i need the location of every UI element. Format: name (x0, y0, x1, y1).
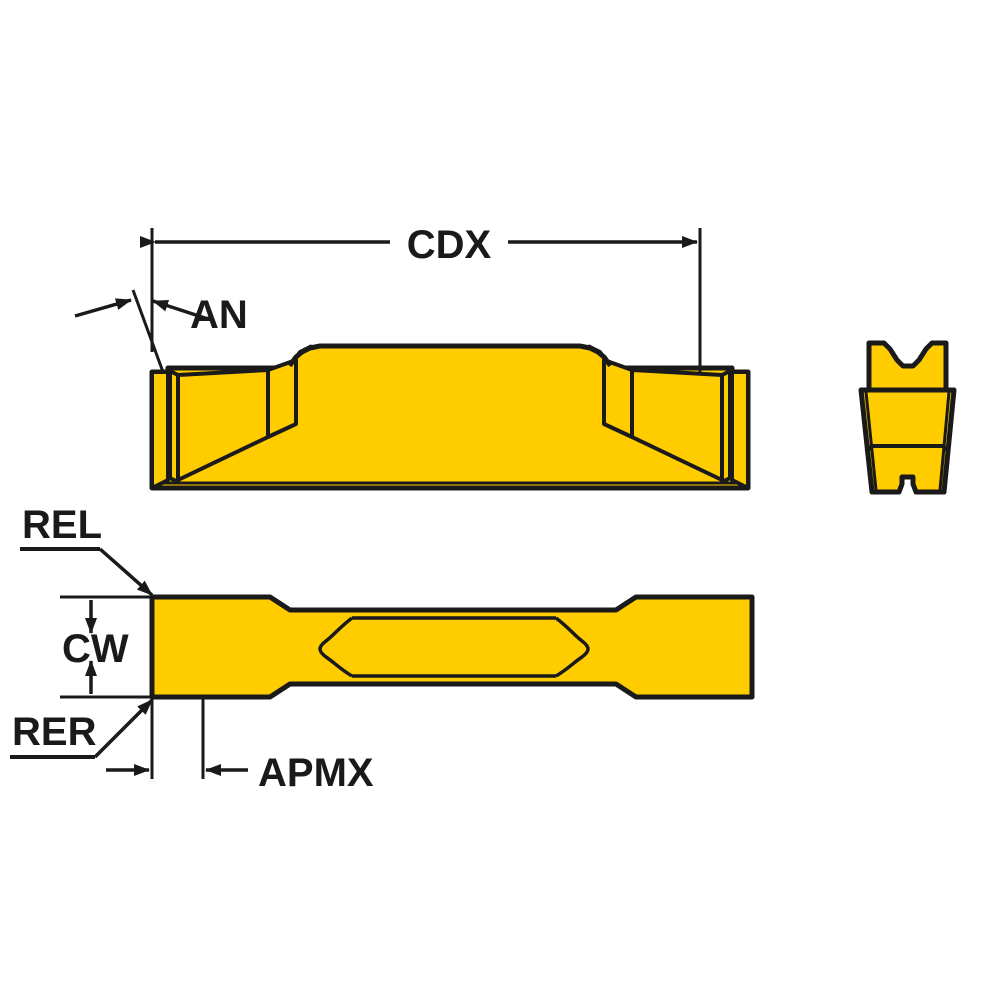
dimension-rel: REL (20, 503, 154, 597)
front-view-left-shoulder (266, 358, 298, 439)
cdx-label: CDX (407, 223, 492, 267)
front-view-left-bevel (150, 370, 170, 490)
bottom-view (149, 594, 755, 700)
rer-leader-line (93, 698, 154, 759)
an-label: AN (190, 293, 248, 337)
bottom-view-breaker-left-curve (318, 616, 354, 678)
front-view-right-chamfer (587, 344, 612, 368)
end-view-lower-band (864, 444, 951, 454)
dimension-cdx: CDX (140, 223, 702, 372)
rel-leader-line (98, 547, 154, 597)
bottom-view-breaker-right-curve (554, 616, 590, 678)
an-arrow-outer (74, 298, 132, 318)
end-view-body (858, 387, 957, 495)
end-view-right-edge-accent (938, 391, 951, 491)
dimension-cw: CW (60, 595, 152, 699)
front-view-right-shoulder (602, 358, 634, 439)
front-view-right-bevel (730, 370, 750, 490)
apmx-label: APMX (258, 751, 374, 795)
cw-label: CW (62, 627, 129, 671)
front-view (149, 343, 751, 491)
dimension-apmx: APMX (106, 697, 374, 795)
dimension-an: AN (74, 289, 248, 373)
dimension-rer: RER (10, 698, 154, 759)
bottom-view-body (149, 594, 755, 700)
an-arrow-inner (152, 299, 206, 320)
rel-label: REL (22, 503, 102, 547)
rer-label: RER (12, 710, 97, 754)
front-view-left-chamfer (288, 344, 313, 368)
end-view-left-edge-accent (864, 391, 878, 491)
an-angle-ray (131, 289, 165, 373)
end-view (858, 340, 957, 495)
